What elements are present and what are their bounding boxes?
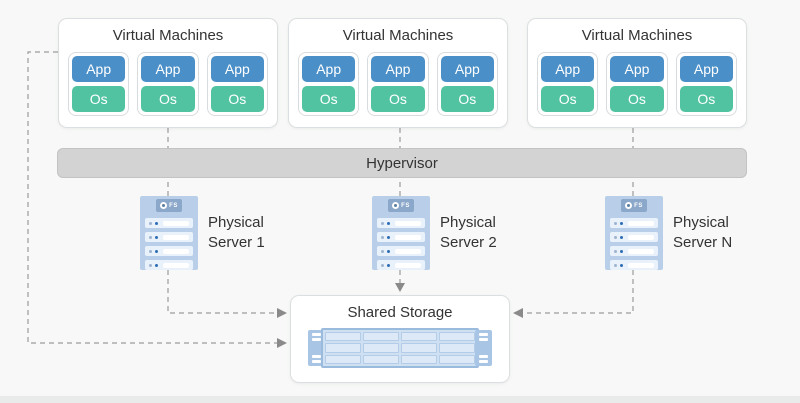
fs-logo-icon <box>392 202 400 209</box>
vm-os-chip: Os <box>72 86 126 112</box>
vm-app-chip: App <box>72 56 126 82</box>
vm-os-chip: Os <box>541 86 595 112</box>
vm-os-chip: Os <box>371 86 425 112</box>
server-drive-row <box>377 260 425 270</box>
hypervisor-bar: Hypervisor <box>57 148 747 178</box>
vm-unit: App Os <box>367 52 429 116</box>
vm-os-chip: Os <box>302 86 356 112</box>
vm-app-chip: App <box>210 56 264 82</box>
vm-unit: App Os <box>537 52 599 116</box>
server-icon: FS <box>605 196 663 270</box>
server-drive-row <box>377 246 425 256</box>
shared-storage-card: Shared Storage <box>290 295 510 383</box>
fs-logo-icon <box>160 202 168 209</box>
fs-brand-badge: FS <box>388 199 414 212</box>
fs-brand-label: FS <box>401 202 410 209</box>
vm-group-1-card: Virtual Machines App Os App Os App Os <box>58 18 278 128</box>
rack-ear-left <box>308 330 325 366</box>
vm-os-chip: Os <box>679 86 733 112</box>
vm-group-2-card: Virtual Machines App Os App Os App Os <box>288 18 508 128</box>
vm-unit: App Os <box>675 52 737 116</box>
vm-unit: App Os <box>298 52 360 116</box>
server-label: Physical Server N <box>673 213 733 251</box>
vm-unit: App Os <box>606 52 668 116</box>
vm-app-chip: App <box>302 56 356 82</box>
physical-server-n: FS Physical Server N <box>605 196 747 270</box>
vm-units-row: App Os App Os App Os <box>59 44 277 116</box>
vm-os-chip: Os <box>610 86 664 112</box>
fs-brand-label: FS <box>169 202 178 209</box>
arrow-left-icon <box>513 308 523 318</box>
vm-group-3-card: Virtual Machines App Os App Os App Os <box>527 18 747 128</box>
vm-app-chip: App <box>371 56 425 82</box>
server-drive-row <box>610 218 658 228</box>
connector-vm1-to-storage <box>27 51 277 344</box>
connector-serverN-to-storage <box>523 270 634 314</box>
vm-app-chip: App <box>679 56 733 82</box>
vm-group-title: Virtual Machines <box>112 27 224 44</box>
server-drive-row <box>610 246 658 256</box>
fs-brand-badge: FS <box>156 199 182 212</box>
vm-app-chip: App <box>610 56 664 82</box>
server-drive-row <box>610 232 658 242</box>
vm-app-chip: App <box>141 56 195 82</box>
vm-os-chip: Os <box>141 86 195 112</box>
fs-brand-label: FS <box>634 202 643 209</box>
rack-ear-right <box>475 330 492 366</box>
connector-server1-to-storage <box>167 270 277 314</box>
server-drive-row <box>377 218 425 228</box>
server-drive-row <box>145 218 193 228</box>
server-drive-row <box>145 260 193 270</box>
vm-unit: App Os <box>436 52 498 116</box>
server-drive-row <box>610 260 658 270</box>
physical-server-2: FS Physical Server 2 <box>372 196 514 270</box>
vm-group-title: Virtual Machines <box>342 27 454 44</box>
vm-app-chip: App <box>541 56 595 82</box>
server-drive-row <box>145 232 193 242</box>
vm-unit: App Os <box>137 52 199 116</box>
arrow-right-icon <box>277 308 287 318</box>
server-icon: FS <box>140 196 198 270</box>
fs-brand-badge: FS <box>621 199 647 212</box>
arrow-right-icon <box>277 338 287 348</box>
server-label: Physical Server 1 <box>208 213 265 251</box>
vm-unit: App Os <box>206 52 268 116</box>
vm-app-chip: App <box>440 56 494 82</box>
storage-array-icon <box>308 328 492 368</box>
vm-os-chip: Os <box>210 86 264 112</box>
server-label: Physical Server 2 <box>440 213 497 251</box>
fs-logo-icon <box>625 202 633 209</box>
arrow-down-icon <box>395 283 405 292</box>
server-drive-row <box>377 232 425 242</box>
physical-server-1: FS Physical Server 1 <box>140 196 282 270</box>
storage-chassis <box>321 328 479 368</box>
vm-units-row: App Os App Os App Os <box>289 44 507 116</box>
shared-storage-title: Shared Storage <box>347 304 453 321</box>
bottom-edge-strip <box>0 396 800 403</box>
vm-unit: App Os <box>68 52 130 116</box>
vm-units-row: App Os App Os App Os <box>528 44 746 116</box>
vm-os-chip: Os <box>440 86 494 112</box>
server-icon: FS <box>372 196 430 270</box>
server-drive-row <box>145 246 193 256</box>
vm-group-title: Virtual Machines <box>581 27 693 44</box>
